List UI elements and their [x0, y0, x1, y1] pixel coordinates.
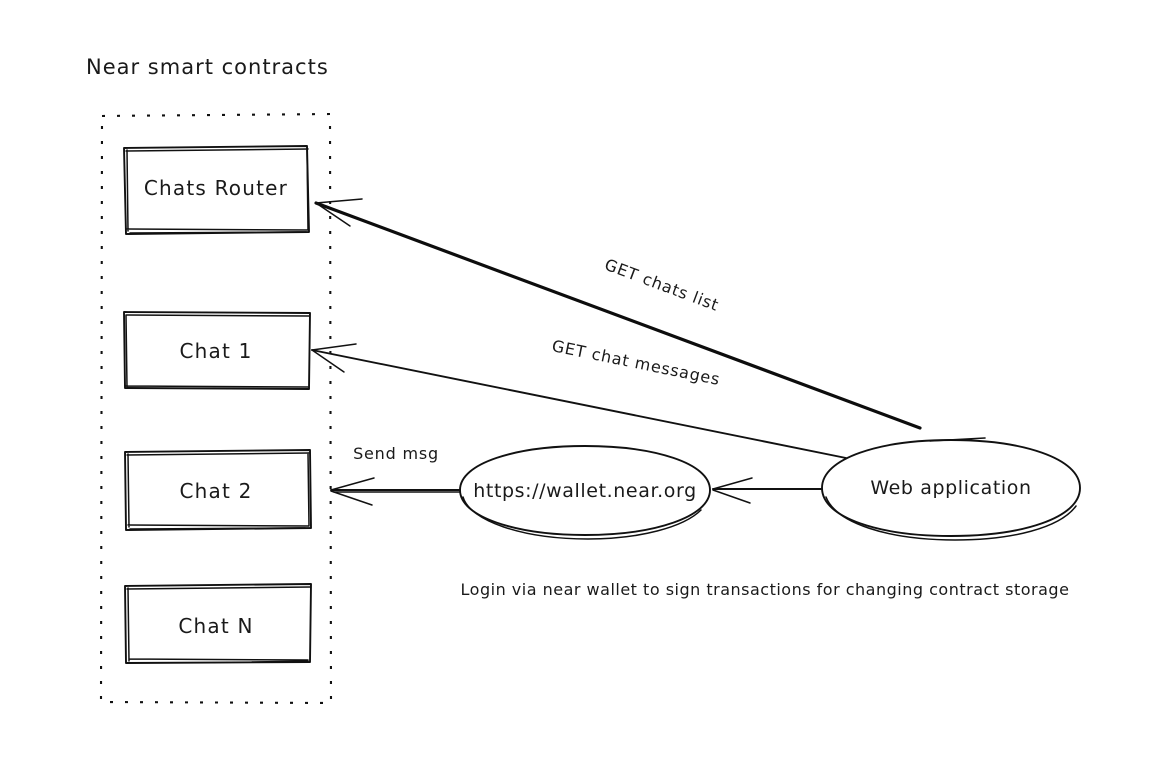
edge-get-chats-list: GET chats list — [314, 198, 922, 430]
edge-send-msg: Send msg — [330, 444, 461, 506]
node-chat-2[interactable]: Chat 2 — [124, 449, 312, 531]
node-label-chat-1: Chat 1 — [179, 339, 252, 363]
page-title: Near smart contracts — [86, 55, 329, 79]
diagram-caption: Login via near wallet to sign transactio… — [461, 580, 1070, 599]
node-chats-router[interactable]: Chats Router — [123, 145, 310, 235]
edge-get-chat-messages: GET chat messages — [311, 336, 847, 459]
node-chat-1[interactable]: Chat 1 — [123, 311, 311, 390]
node-web-application[interactable]: Web application — [821, 437, 1081, 541]
node-label-web-application: Web application — [870, 477, 1031, 499]
node-label-chats-router: Chats Router — [144, 176, 288, 200]
edge-label-send-msg: Send msg — [353, 444, 439, 463]
near-smart-contracts-boundary — [99, 112, 333, 705]
node-near-wallet[interactable]: https://wallet.near.org — [459, 445, 711, 540]
node-label-chat-2: Chat 2 — [179, 479, 252, 503]
node-label-chat-n: Chat N — [178, 614, 253, 638]
node-chat-n[interactable]: Chat N — [124, 583, 312, 664]
edge-label-get-chats-list: GET chats list — [602, 255, 722, 315]
edge-wallet-login — [712, 477, 823, 504]
node-label-near-wallet: https://wallet.near.org — [473, 480, 696, 502]
